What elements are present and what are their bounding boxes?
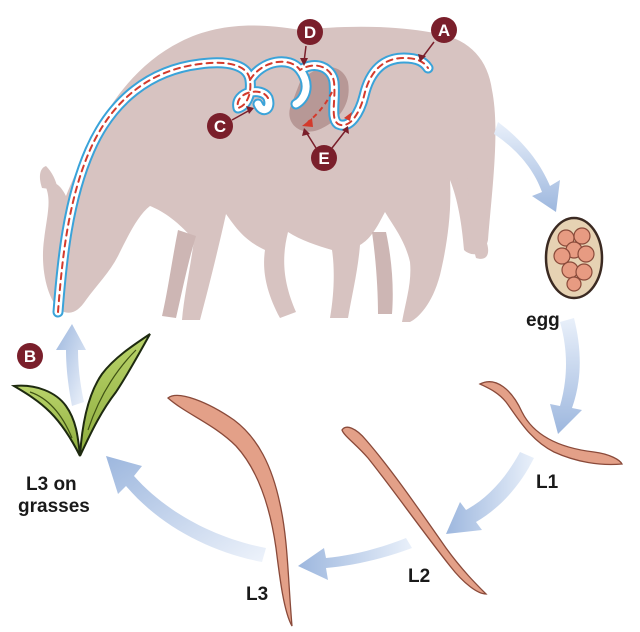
marker-d-badge	[297, 19, 323, 45]
marker-e-letter: E	[318, 149, 329, 168]
marker-a: A	[431, 17, 457, 43]
marker-b-letter: B	[24, 347, 36, 366]
arrow-l3-to-grasses	[106, 456, 266, 562]
larva-l2	[341, 426, 488, 595]
horse-ear	[39, 166, 58, 190]
marker-e: E	[311, 145, 337, 171]
migration-arrow	[307, 91, 333, 123]
larva-l3	[166, 394, 293, 627]
marker-b-badge	[17, 343, 43, 369]
arrow-egg-to-l1	[550, 318, 582, 434]
migration-arrowhead-2	[344, 112, 352, 121]
l3-grasses-label-line2: grasses	[18, 496, 90, 517]
marker-a-badge	[431, 17, 457, 43]
marker-d: D	[297, 19, 323, 45]
marker-c-letter: C	[214, 117, 226, 136]
l3-grasses-label-line1: L3 on	[26, 474, 77, 495]
pointer-e-left	[305, 131, 317, 149]
marker-d-letter: D	[304, 23, 316, 42]
arrow-l1-to-l2	[446, 452, 534, 534]
horse-far-legs	[162, 230, 393, 318]
egg-label: egg	[526, 310, 560, 331]
larvae	[166, 381, 624, 627]
horse-tail	[428, 60, 491, 259]
arrow-l2-to-l3	[298, 538, 412, 580]
pointer-a	[421, 41, 435, 59]
grass-blade-right	[79, 333, 151, 457]
grass-blade-vein-right	[87, 349, 137, 431]
marker-e-badge	[311, 145, 337, 171]
marker-c-badge	[207, 113, 233, 139]
gut-path-dashes	[57, 56, 429, 313]
horse-body	[42, 25, 496, 323]
l2-label: L2	[408, 566, 430, 587]
egg-illustration	[544, 216, 604, 300]
migration-arrowhead	[302, 118, 313, 127]
grass-blade-vein-left	[29, 391, 73, 439]
grass-blades	[10, 333, 151, 457]
l1-label: L1	[536, 472, 559, 493]
arrow-horse-to-egg	[494, 122, 560, 212]
marker-a-letter: A	[438, 21, 450, 40]
l3-label: L3	[246, 584, 268, 605]
larva-l1	[478, 381, 624, 466]
marker-c: C	[207, 113, 233, 139]
pointer-c	[231, 109, 251, 121]
egg-morula-cells	[553, 227, 595, 292]
marker-b: B	[17, 343, 43, 369]
life-cycle-arrows	[56, 122, 582, 580]
pointer-e-right	[331, 129, 347, 149]
grass-blade-left	[10, 384, 81, 457]
arrow-grasses-to-horse	[56, 324, 86, 406]
parasite-migration-path	[52, 52, 434, 318]
marker-pointer-heads	[246, 54, 426, 136]
